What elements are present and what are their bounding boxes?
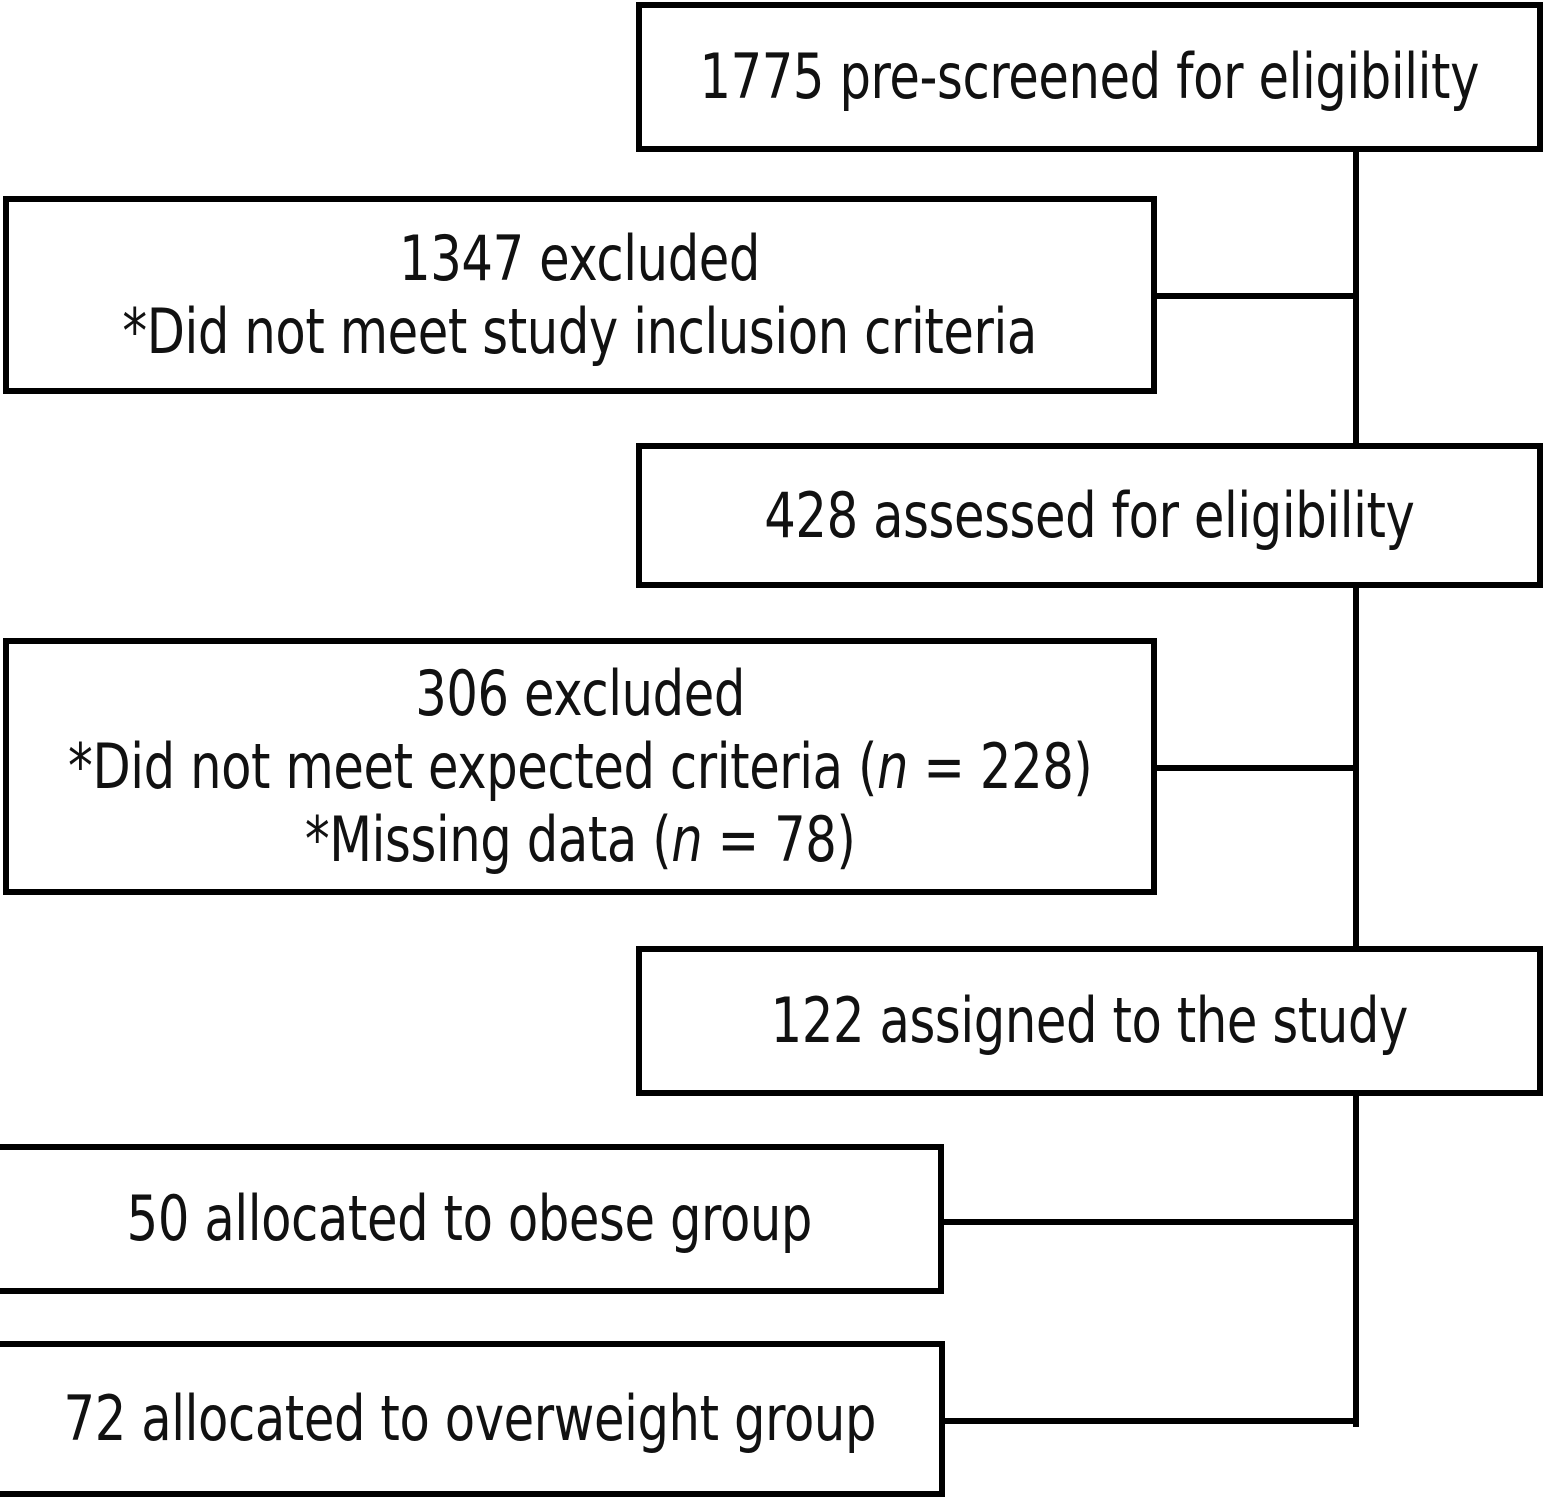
connector-to-first-exclusion	[1151, 293, 1358, 299]
connector-vertical-spine	[1353, 146, 1359, 1427]
node-assigned-line-1: 122 assigned to the study	[770, 984, 1409, 1058]
node-second-exclusion-line-1: 306 excluded	[415, 656, 745, 730]
connector-to-second-exclusion	[1151, 765, 1358, 771]
node-second-exclusion-line-2: *Did not meet expected criteria (n = 228…	[67, 729, 1093, 803]
node-prescreened: 1775 pre-screened for eligibility	[636, 2, 1543, 152]
missing-data-label: *Missing data (	[304, 803, 672, 877]
node-first-exclusion-line-1: 1347 excluded	[399, 221, 761, 295]
node-overweight-group: 72 allocated to overweight group	[0, 1341, 945, 1497]
n-symbol: n	[671, 803, 703, 877]
connector-to-overweight-group	[939, 1418, 1358, 1424]
node-first-exclusion: 1347 excluded *Did not meet study inclus…	[3, 196, 1157, 394]
criteria-count: = 228)	[907, 729, 1093, 803]
node-overweight-group-line-1: 72 allocated to overweight group	[63, 1382, 876, 1456]
criteria-label: *Did not meet expected criteria (	[67, 729, 877, 803]
node-assessed: 428 assessed for eligibility	[636, 443, 1543, 588]
node-prescreened-line-1: 1775 pre-screened for eligibility	[699, 40, 1480, 114]
n-symbol: n	[876, 729, 908, 803]
connector-to-obese-group	[938, 1219, 1358, 1225]
node-assigned: 122 assigned to the study	[636, 946, 1543, 1096]
node-obese-group: 50 allocated to obese group	[0, 1144, 944, 1294]
node-first-exclusion-line-2: *Did not meet study inclusion criteria	[122, 295, 1038, 368]
node-second-exclusion: 306 excluded *Did not meet expected crit…	[3, 638, 1157, 895]
missing-data-count: = 78)	[702, 803, 856, 877]
node-assessed-line-1: 428 assessed for eligibility	[764, 478, 1415, 552]
node-second-exclusion-line-3: *Missing data (n = 78)	[305, 803, 856, 876]
node-obese-group-line-1: 50 allocated to obese group	[126, 1182, 812, 1256]
